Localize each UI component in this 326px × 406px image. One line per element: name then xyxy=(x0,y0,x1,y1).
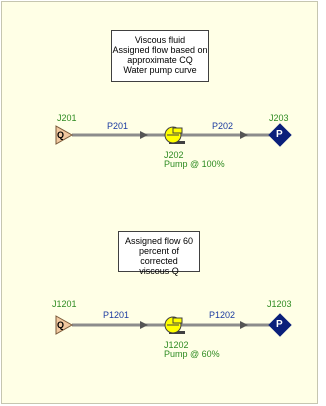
annotation-top-line-4: Water pump curve xyxy=(123,65,197,75)
pipe-label-p1202: P1202 xyxy=(209,310,236,320)
annotation-bottom-line-2: percent of corrected xyxy=(138,246,180,266)
junction-label-j1203: J1203 xyxy=(267,299,292,309)
pump-label: Pump @ 100% xyxy=(164,159,225,169)
pipe-p1201[interactable] xyxy=(72,321,165,329)
junction-label-j1201: J1201 xyxy=(52,299,77,309)
annotation-top-line-3: approximate CQ xyxy=(127,55,193,65)
junction-label-j201: J201 xyxy=(57,113,77,123)
junction-label-j202: J202 xyxy=(164,150,184,160)
annotation-bottom-line-1: Assigned flow 60 xyxy=(124,236,194,246)
pipe-label-p201: P201 xyxy=(107,121,129,131)
assigned-pressure-icon[interactable] xyxy=(268,123,292,147)
annotation-top-line-1: Viscous fluid xyxy=(134,35,186,45)
assigned-flow-icon[interactable] xyxy=(55,315,74,335)
pipe-label-p1201: P1201 xyxy=(103,310,130,320)
annotation-top-line-2: Assigned flow based on xyxy=(112,45,208,55)
assigned-pressure-symbol: P xyxy=(276,319,283,330)
assigned-flow-symbol: Q xyxy=(57,320,65,330)
annotation-bottom-line-3: viscous Q xyxy=(139,266,179,276)
junction-label-j203: J203 xyxy=(269,113,289,123)
annotation-top[interactable]: Viscous fluid Assigned flow based on app… xyxy=(111,30,209,82)
pipe-p202[interactable] xyxy=(180,131,276,139)
pipe-p201[interactable] xyxy=(72,131,165,139)
pump-label: Pump @ 60% xyxy=(164,349,220,359)
pump-icon[interactable] xyxy=(164,126,185,144)
assigned-flow-icon[interactable] xyxy=(55,125,74,145)
pipe-label-p202: P202 xyxy=(212,121,234,131)
assigned-pressure-symbol: P xyxy=(276,129,283,140)
assigned-flow-symbol: Q xyxy=(57,130,65,140)
pump-icon[interactable] xyxy=(164,316,185,334)
pipe-p1202[interactable] xyxy=(180,321,276,329)
junction-label-j1202: J1202 xyxy=(164,340,189,350)
assigned-pressure-icon[interactable] xyxy=(268,313,292,337)
annotation-bottom[interactable]: Assigned flow 60 percent of corrected vi… xyxy=(118,231,200,276)
